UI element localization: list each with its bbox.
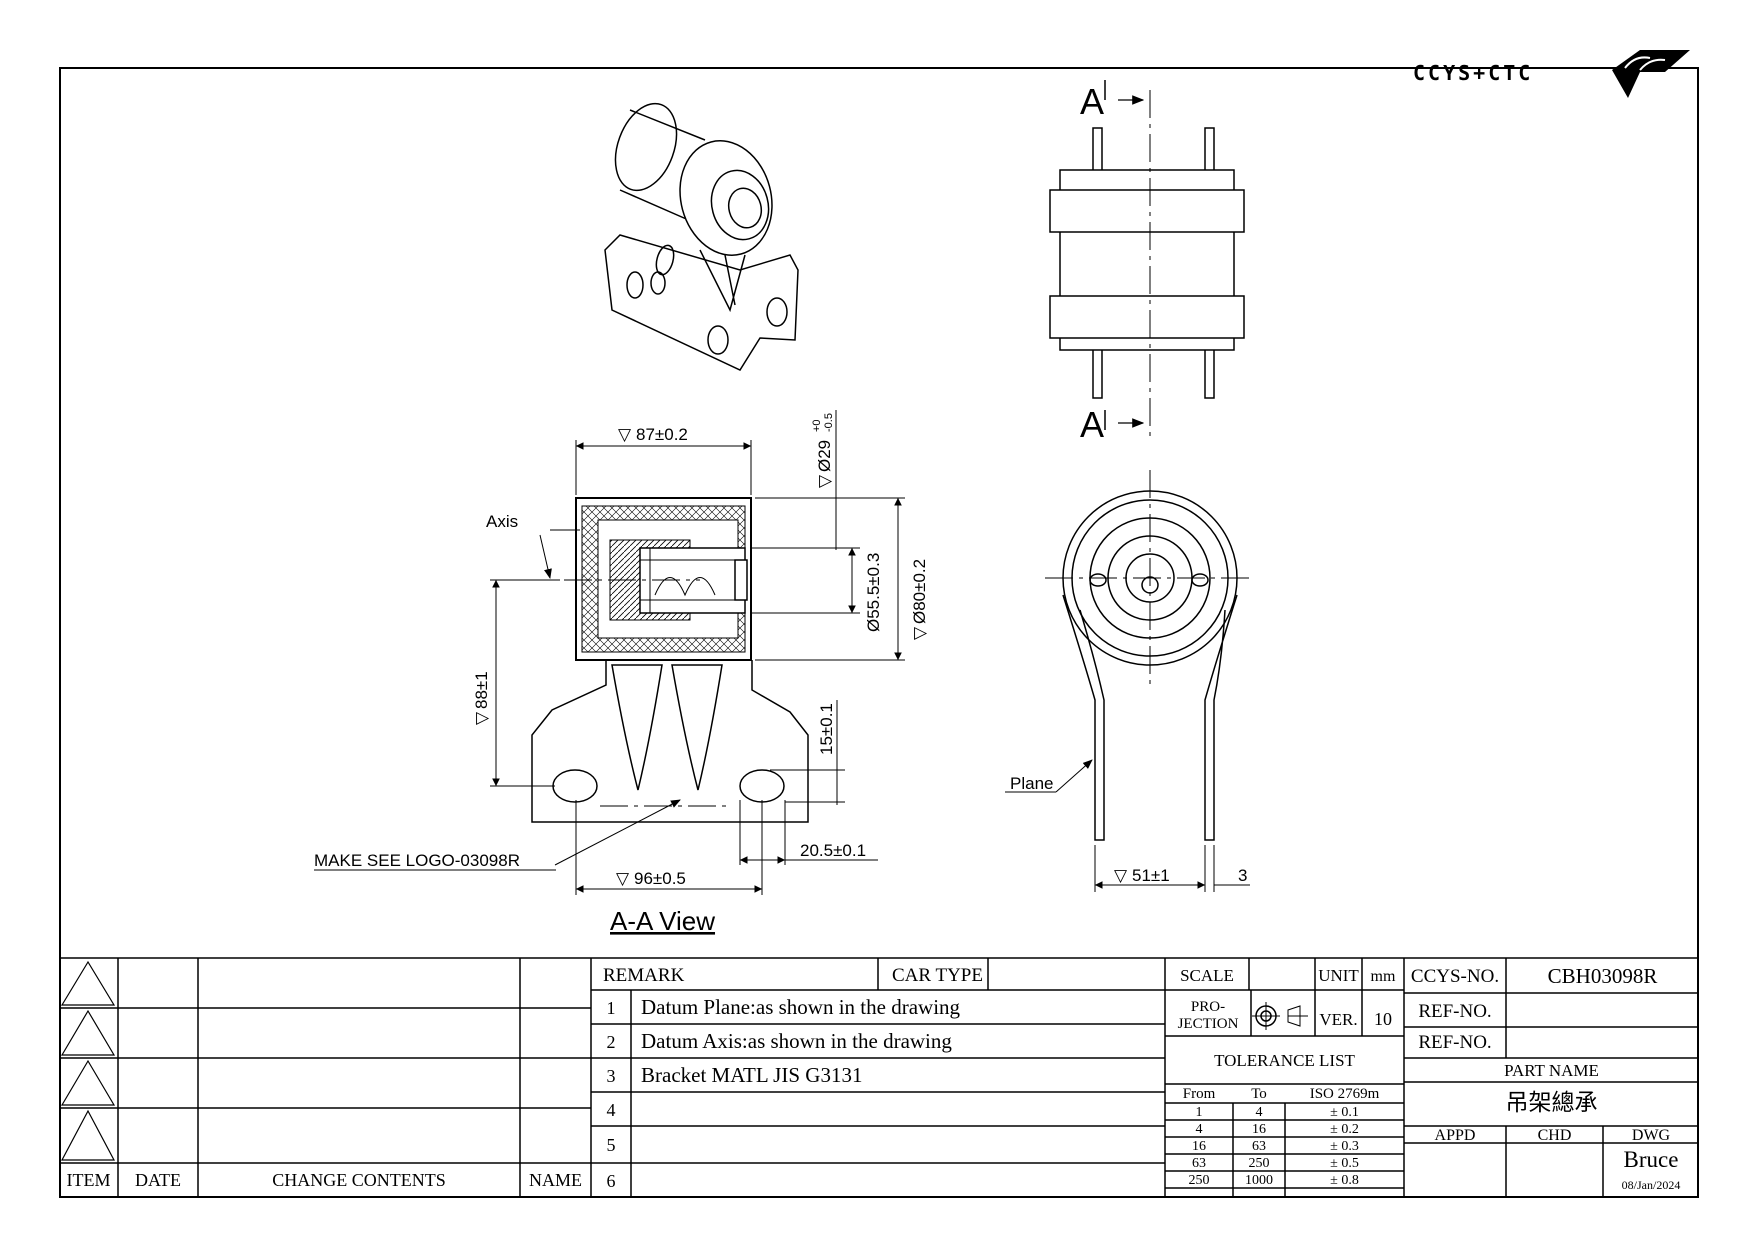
dwg-name: Bruce	[1623, 1147, 1679, 1172]
remark-no: 4	[606, 1100, 616, 1120]
part-name-value: 吊架總承	[1505, 1090, 1598, 1116]
dim-top-width: 87±0.2	[636, 425, 688, 444]
section-marker-bottom: A	[1080, 404, 1104, 445]
remark-text: Datum Plane:as shown in the drawing	[641, 995, 961, 1019]
rev-header-contents: CHANGE CONTENTS	[272, 1170, 446, 1190]
flatness-symbol-5: ▽	[616, 869, 630, 888]
label-plane: Plane	[1010, 774, 1053, 793]
tolerance-cell: 1	[1195, 1105, 1203, 1120]
dim-hole-spacing: 96±0.5	[634, 869, 686, 888]
tolerance-cell: ± 0.8	[1330, 1173, 1359, 1188]
dim-hole-width: 20.5±0.1	[800, 841, 866, 860]
side-dimensions	[1005, 759, 1250, 892]
remark-no: 1	[606, 998, 616, 1018]
tolerance-cell: 1000	[1245, 1173, 1273, 1188]
dim-height: 88±1	[472, 671, 491, 709]
tolerance-header: ISO 2769m	[1309, 1086, 1380, 1102]
dim-outer-dia: Ø80±0.2	[910, 559, 929, 624]
rev-header-date: DATE	[135, 1170, 181, 1190]
dim-inner-dia: Ø29	[815, 440, 834, 472]
flatness-symbol-2: ▽	[815, 474, 834, 488]
tolerance-cell: 4	[1195, 1122, 1203, 1137]
chd-label: CHD	[1537, 1127, 1572, 1144]
dim-hole-height: 15±0.1	[817, 703, 836, 755]
remark-no: 3	[606, 1066, 616, 1086]
tolerance-cell: 16	[1252, 1122, 1266, 1137]
ver-value: 10	[1374, 1009, 1392, 1029]
ver-label: VER.	[1319, 1010, 1358, 1029]
tolerance-cell: 16	[1192, 1139, 1206, 1154]
tolerance-cell: 4	[1255, 1105, 1263, 1120]
isometric-view	[604, 102, 799, 371]
flatness-symbol-4: ▽	[472, 711, 491, 725]
dim-inner-dia-tol-upper: +0	[811, 419, 823, 432]
drawing-frame	[59, 67, 1699, 1198]
appd-label: APPD	[1434, 1127, 1476, 1144]
rev-header-name: NAME	[529, 1170, 582, 1190]
flatness-symbol-1: ▽	[618, 425, 632, 444]
tolerance-cell: 63	[1252, 1139, 1266, 1154]
remark-no: 5	[606, 1135, 616, 1155]
dim-inner-dia-tol-lower: -0.5	[823, 413, 835, 432]
ref-no-label-1: REF-NO.	[1418, 1001, 1492, 1022]
dwg-label: DWG	[1631, 1127, 1671, 1144]
unit-label: UNIT	[1318, 966, 1359, 985]
flatness-symbol-6: ▽	[1114, 866, 1128, 885]
tolerance-cell: ± 0.3	[1330, 1139, 1359, 1154]
company-logo: CCYS+CTC	[1413, 50, 1690, 98]
section-view	[520, 497, 809, 823]
ref-no-label-2: REF-NO.	[1418, 1032, 1492, 1053]
tolerance-header: From	[1182, 1086, 1216, 1102]
label-axis: Axis	[486, 512, 518, 531]
rev-header-item: ITEM	[66, 1170, 111, 1190]
drawing-date: 08/Jan/2024	[1621, 1178, 1681, 1192]
tolerance-cell: ± 0.1	[1330, 1105, 1359, 1120]
dim-mid-dia: Ø55.5±0.3	[864, 553, 883, 632]
dim-side-width: 51±1	[1132, 866, 1170, 885]
logo-text: CCYS+CTC	[1413, 61, 1533, 85]
tolerance-cell: 63	[1192, 1156, 1206, 1171]
front-view	[1049, 80, 1245, 440]
tolerance-cell: ± 0.5	[1330, 1156, 1359, 1171]
remark-header: REMARK	[603, 965, 685, 986]
section-title: A-A View	[610, 906, 715, 936]
tolerance-cell: 250	[1248, 1156, 1270, 1171]
side-view	[1045, 470, 1255, 841]
projection-label-1: PRO-	[1190, 999, 1226, 1015]
section-marker-top: A	[1080, 81, 1104, 122]
tolerance-title: TOLERANCE LIST	[1214, 1051, 1355, 1070]
remark-no: 6	[606, 1171, 616, 1191]
section-dimensions	[314, 410, 905, 895]
title-block-grid	[59, 957, 1699, 1198]
tolerance-cell: 250	[1188, 1173, 1210, 1188]
projection-label-2: JECTION	[1177, 1016, 1239, 1032]
ccys-no-label: CCYS-NO.	[1410, 966, 1500, 987]
label-logo-note: MAKE SEE LOGO-03098R	[314, 851, 520, 870]
flatness-symbol-3: ▽	[910, 626, 929, 640]
tolerance-header: To	[1251, 1086, 1267, 1102]
unit-value: mm	[1370, 968, 1396, 985]
part-name-label: PART NAME	[1504, 1061, 1599, 1080]
remark-no: 2	[606, 1032, 616, 1052]
tolerance-cell: ± 0.2	[1330, 1122, 1359, 1137]
logo-mark-icon	[1612, 50, 1690, 98]
remark-text: Datum Axis:as shown in the drawing	[641, 1029, 952, 1053]
dim-side-thickness: 3	[1238, 866, 1247, 885]
remark-text: Bracket MATL JIS G3131	[641, 1063, 863, 1087]
car-type-label: CAR TYPE	[892, 965, 983, 986]
ccys-no-value: CBH03098R	[1547, 964, 1658, 988]
scale-label: SCALE	[1180, 966, 1234, 985]
